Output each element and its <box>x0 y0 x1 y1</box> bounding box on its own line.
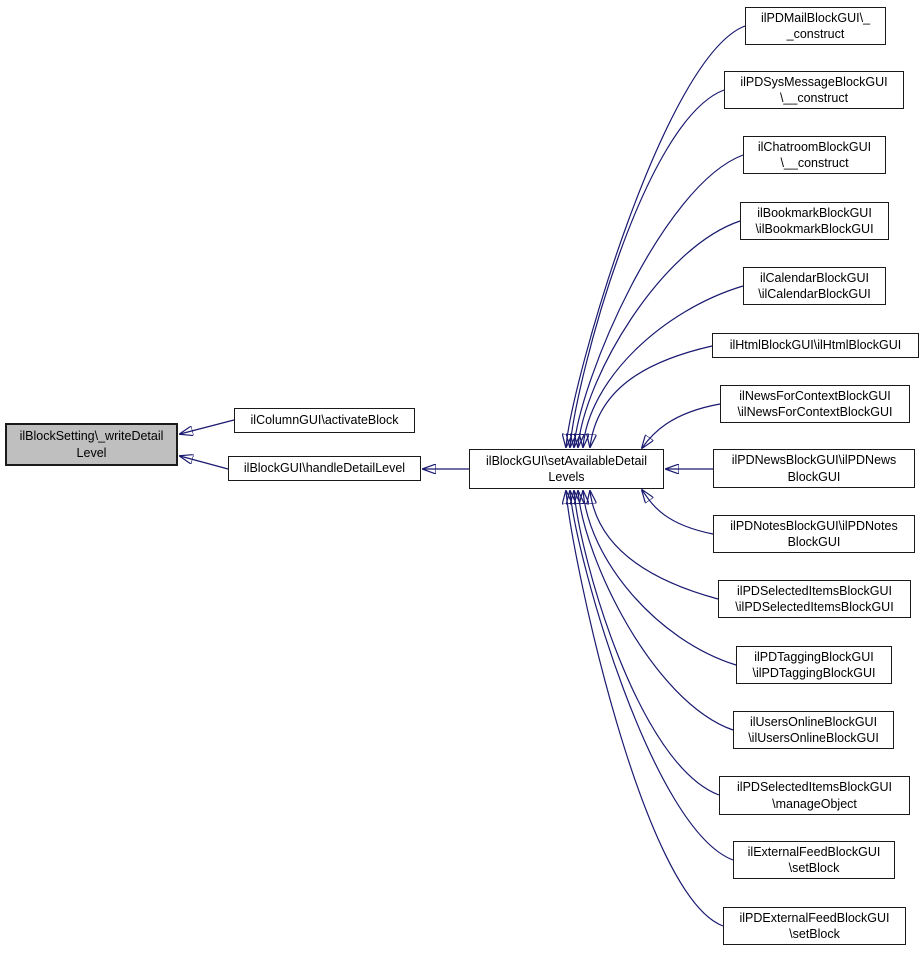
edge-externalfeed <box>570 491 734 861</box>
node-ilcolumngui-activateblock[interactable]: ilColumnGUI\activateBlock <box>234 408 415 433</box>
node-label: ilNewsForContextBlockGUI <box>739 388 891 403</box>
node-label: BlockGUI <box>787 469 841 484</box>
node-label: ilExternalFeedBlockGUI <box>747 844 881 859</box>
node-ilpdexternalfeedblockgui-setblock[interactable]: ilPDExternalFeedBlockGUI \setBlock <box>723 907 906 945</box>
node-label: ilPDSelectedItemsBlockGUI <box>737 583 892 598</box>
node-label: ilHtmlBlockGUI\ilHtmlBlockGUI <box>729 338 902 353</box>
node-ilexternalfeedblockgui-setblock[interactable]: ilExternalFeedBlockGUI \setBlock <box>733 841 895 879</box>
node-label: ilPDSelectedItemsBlockGUI <box>737 780 892 795</box>
node-ilusersonlineblockgui[interactable]: ilUsersOnlineBlockGUI \ilUsersOnlineBloc… <box>733 711 894 749</box>
edge-pdnotes <box>642 490 714 535</box>
node-label: ilPDNewsBlockGUI\ilPDNews <box>731 453 897 468</box>
node-ilcalendarblockgui[interactable]: ilCalendarBlockGUI \ilCalendarBlockGUI <box>743 267 886 305</box>
node-ilpdnewsblockgui[interactable]: ilPDNewsBlockGUI\ilPDNews BlockGUI <box>713 449 915 488</box>
node-label: \ilUsersOnlineBlockGUI <box>748 731 879 745</box>
edge-newsforcontext <box>642 403 721 448</box>
edge-pdselecteditems <box>590 491 719 600</box>
node-label: \ilNewsForContextBlockGUI <box>737 405 893 419</box>
node-label: ilUsersOnlineBlockGUI <box>749 714 878 729</box>
edge-bookmark <box>578 220 741 447</box>
node-ilpdselecteditemsblockgui-manageobject[interactable]: ilPDSelectedItemsBlockGUI \manageObject <box>719 776 910 815</box>
node-label: \setBlock <box>789 927 840 941</box>
node-label: ilPDMailBlockGUI\_ <box>760 10 871 25</box>
edge-usersonline <box>578 491 734 731</box>
node-label: _construct <box>786 27 845 41</box>
node-ilpdsysmessageblockgui-construct[interactable]: ilPDSysMessageBlockGUI \__construct <box>724 71 904 109</box>
node-ilpdtaggingblockgui[interactable]: ilPDTaggingBlockGUI \ilPDTaggingBlockGUI <box>736 646 892 684</box>
node-ilpdselecteditemsblockgui[interactable]: ilPDSelectedItemsBlockGUI \ilPDSelectedI… <box>718 580 911 618</box>
node-ilnewsforcontextblockgui[interactable]: ilNewsForContextBlockGUI \ilNewsForConte… <box>720 385 910 423</box>
node-ilblockgui-handledetaillevel[interactable]: ilBlockGUI\handleDetailLevel <box>228 456 421 481</box>
node-label: ilBlockGUI\setAvailableDetail <box>486 453 647 468</box>
node-ilchatroomblockgui-construct[interactable]: ilChatroomBlockGUI \__construct <box>743 136 886 174</box>
edge-pdsysmessage <box>570 89 725 447</box>
node-ilblockgui-setavailabledetaillevels[interactable]: ilBlockGUI\setAvailableDetail Levels <box>469 449 664 489</box>
node-ilhtmlblockgui[interactable]: ilHtmlBlockGUI\ilHtmlBlockGUI <box>712 333 919 358</box>
edge-pdexternalfeed <box>566 491 724 927</box>
node-label: ilBookmarkBlockGUI <box>757 205 872 220</box>
node-label: \__construct <box>780 156 849 170</box>
edge-htmlblock <box>590 345 713 447</box>
node-label: ilPDTaggingBlockGUI <box>754 649 874 664</box>
edge-manageobject <box>574 491 720 796</box>
node-label: \ilPDTaggingBlockGUI <box>752 666 876 680</box>
edge-pdmail <box>566 25 746 447</box>
node-label: \manageObject <box>772 796 857 811</box>
node-ilpdnotesblockgui[interactable]: ilPDNotesBlockGUI\ilPDNotes BlockGUI <box>713 515 915 553</box>
node-label: ilBlockSetting\_writeDetail <box>19 429 164 444</box>
node-ilblocksetting-writedetaillevel: ilBlockSetting\_writeDetail Level <box>5 423 178 466</box>
edge-activateblock-to-writedetail <box>180 419 235 434</box>
node-ilbookmarkblockgui[interactable]: ilBookmarkBlockGUI \ilBookmarkBlockGUI <box>740 202 889 240</box>
edge-calendar <box>583 285 744 447</box>
node-label: ilPDExternalFeedBlockGUI <box>739 910 890 925</box>
node-ilpdmailblockgui-construct[interactable]: ilPDMailBlockGUI\_ _construct <box>745 7 886 45</box>
node-label: \ilPDSelectedItemsBlockGUI <box>735 600 894 614</box>
node-label: ilChatroomBlockGUI <box>757 139 872 154</box>
node-label: \__construct <box>779 91 849 105</box>
node-label: Levels <box>548 470 585 484</box>
node-label: ilPDSysMessageBlockGUI <box>740 74 888 89</box>
node-label: ilBlockGUI\handleDetailLevel <box>243 461 406 476</box>
node-label: \setBlock <box>788 861 840 875</box>
node-label: ilPDNotesBlockGUI\ilPDNotes <box>730 518 898 533</box>
edge-pdtagging <box>583 491 737 666</box>
edge-handledetail-to-writedetail <box>180 456 229 470</box>
node-label: \ilCalendarBlockGUI <box>758 287 871 301</box>
edge-chatroom <box>574 154 744 447</box>
node-label: ilCalendarBlockGUI <box>759 270 870 285</box>
node-label: ilColumnGUI\activateBlock <box>250 413 399 428</box>
node-label: BlockGUI <box>787 535 841 549</box>
node-label: Level <box>76 445 107 460</box>
node-label: \ilBookmarkBlockGUI <box>755 222 874 236</box>
